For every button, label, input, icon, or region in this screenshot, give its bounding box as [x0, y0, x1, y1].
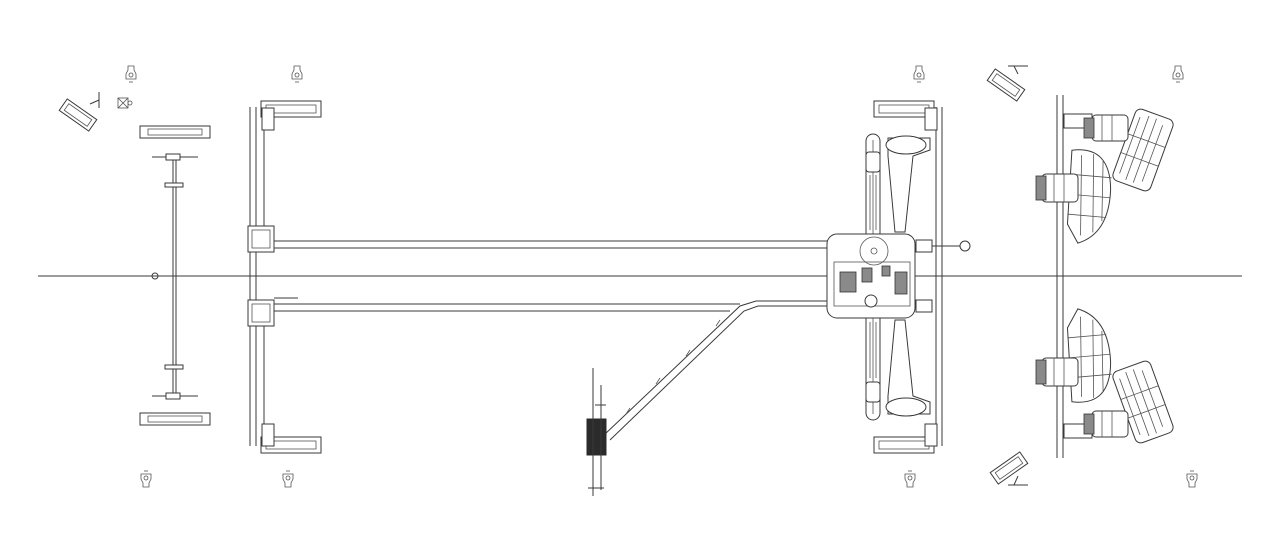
ceiling-lamp-icon — [913, 65, 925, 83]
spotlight-icon — [1112, 108, 1174, 192]
security-camera-icon — [58, 92, 100, 132]
spotlight-icon — [1083, 114, 1129, 142]
ceiling-lamp-icon — [125, 65, 137, 83]
ceiling-lamp-icon — [1186, 470, 1198, 488]
spotlight-icon — [1112, 360, 1174, 444]
ceiling-lamp-icon — [904, 470, 916, 488]
crane-arm-icon — [586, 300, 830, 496]
spotlight-icon — [1083, 410, 1129, 438]
security-camera-icon — [989, 451, 1029, 486]
dolly-rail — [274, 240, 830, 312]
spotlight-icon — [1035, 357, 1079, 387]
ceiling-lamp-icon — [291, 65, 303, 83]
camera-dolly — [826, 133, 971, 421]
ceiling-lamp-icon — [282, 470, 294, 488]
light-stand-left — [139, 125, 211, 426]
spotlight-icon — [1035, 173, 1079, 203]
left-frame-bracket — [247, 100, 322, 454]
ceiling-lamp-icon — [1172, 65, 1184, 83]
right-frame-bracket — [873, 100, 943, 454]
security-camera-icon — [986, 65, 1028, 102]
spotlight-icon — [1066, 149, 1112, 244]
ceiling-lamp-icon — [140, 470, 152, 488]
spotlight-icon — [1066, 308, 1112, 403]
camera-mount-icon — [117, 97, 133, 109]
